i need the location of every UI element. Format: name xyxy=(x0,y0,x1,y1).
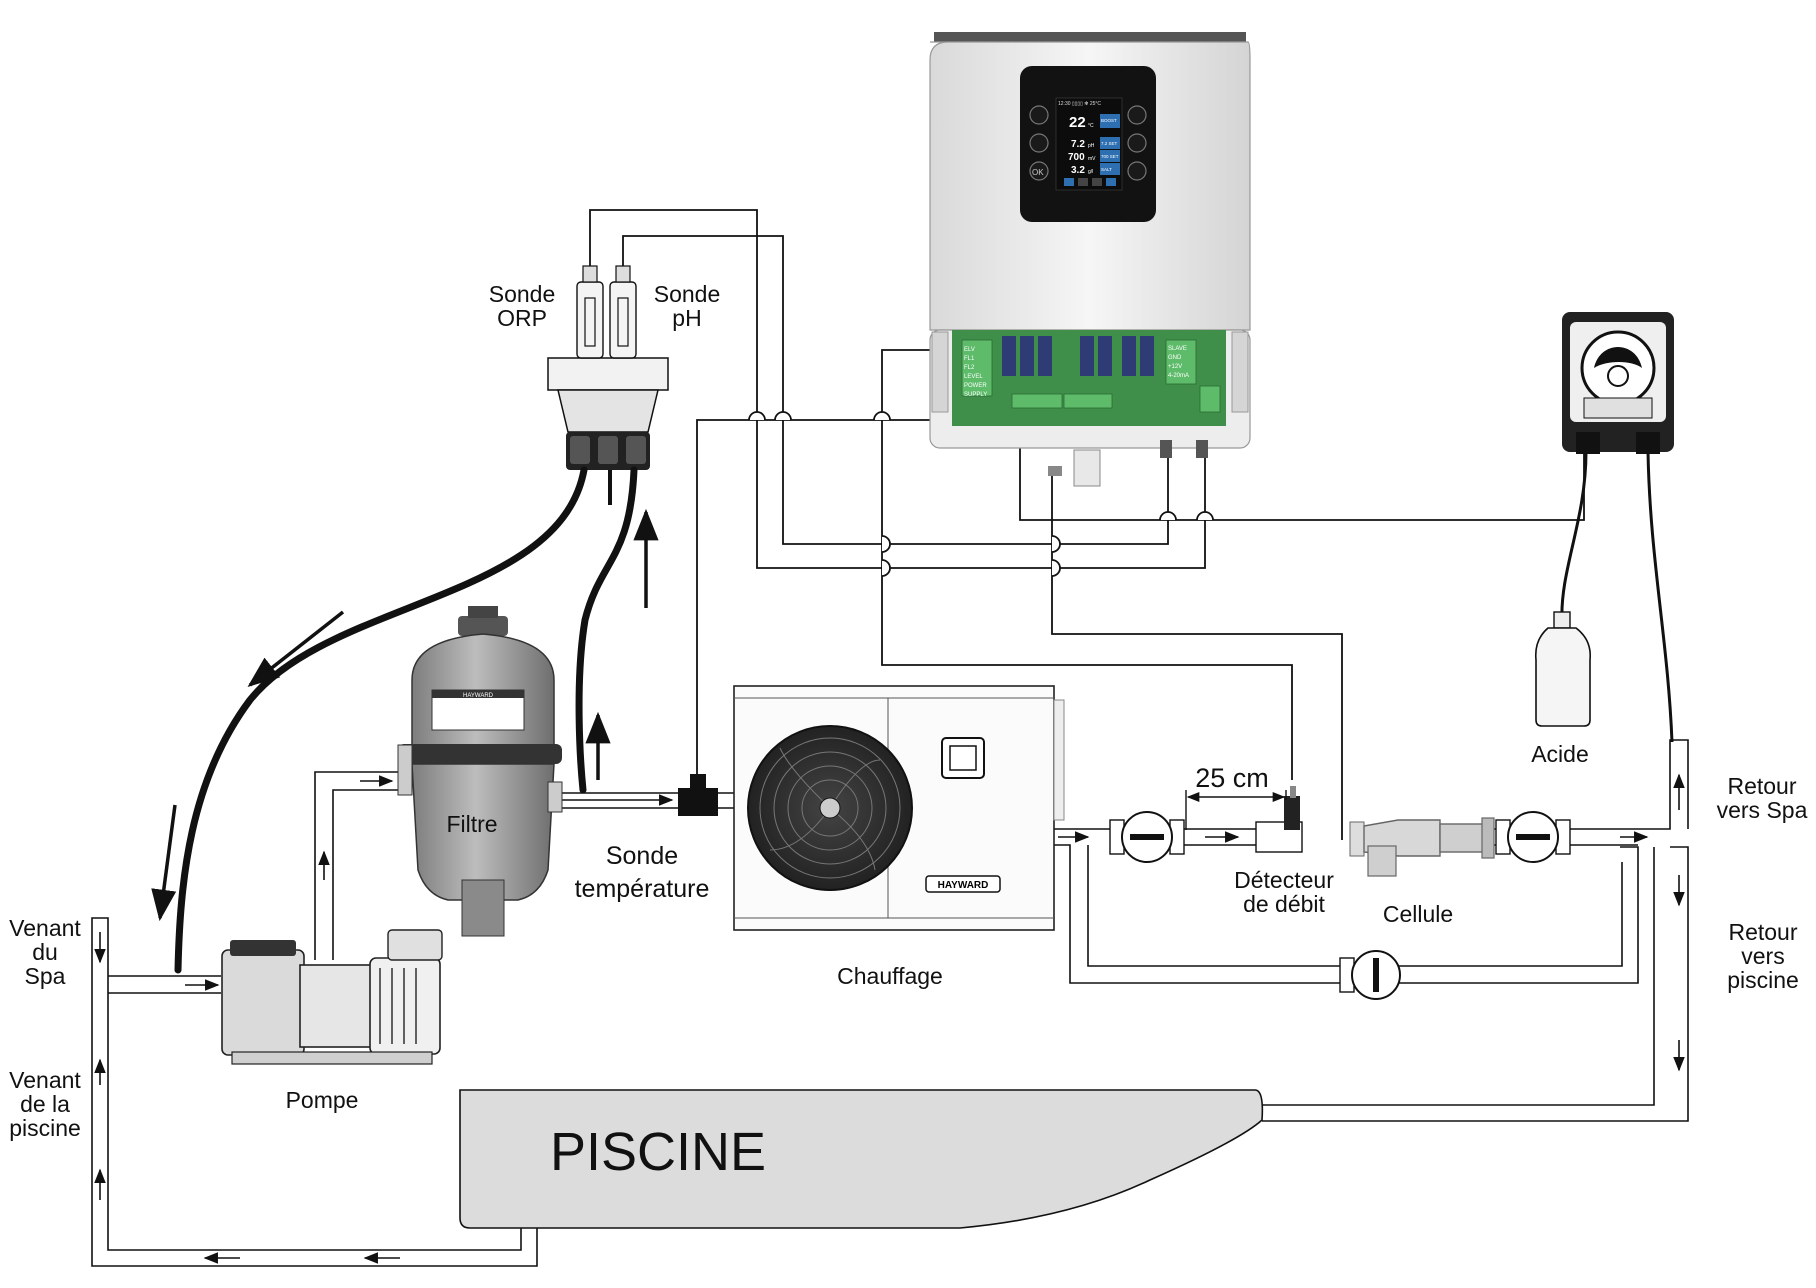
sampling-hoses xyxy=(174,466,638,974)
circulation-pump xyxy=(221,929,443,1065)
svg-text:POWER: POWER xyxy=(964,383,987,389)
pool-basin xyxy=(459,1089,1264,1229)
svg-text:FL2: FL2 xyxy=(964,365,975,371)
label-retour-spa: Retour vers Spa xyxy=(1712,774,1812,822)
label-retour-piscine: Retour vers piscine xyxy=(1718,920,1808,992)
label-cellule: Cellule xyxy=(1382,901,1454,927)
acid-dosing-pump xyxy=(1562,312,1674,454)
label-sonde-orp: Sonde ORP xyxy=(480,282,564,330)
label-venant-piscine-line3: piscine xyxy=(9,1115,81,1141)
svg-text:700 SET: 700 SET xyxy=(1101,154,1119,159)
flow-arrows xyxy=(94,773,1685,1264)
svg-text:22: 22 xyxy=(1069,114,1086,131)
distance-dimension xyxy=(1185,790,1287,830)
svg-text:3.2: 3.2 xyxy=(1071,165,1085,176)
heater-brand: HAYWARD xyxy=(938,880,989,891)
label-piscine: PISCINE xyxy=(550,1122,767,1182)
label-venant-spa-line3: Spa xyxy=(24,963,66,989)
label-sonde-ph: Sonde pH xyxy=(647,282,727,330)
label-venant-spa-line1: Venant xyxy=(9,915,81,941)
label-retour-piscine-line2: vers xyxy=(1741,943,1785,969)
svg-text:mV: mV xyxy=(1088,156,1096,162)
electrolysis-cell xyxy=(1349,817,1495,877)
svg-text:7.2: 7.2 xyxy=(1071,139,1085,150)
label-sonde-orp-line1: Sonde xyxy=(488,281,556,307)
ph-probe xyxy=(609,265,637,359)
controller-unit: ELV FL1 FL2 LEVEL POWER SUPPLY SLAVE GND… xyxy=(929,32,1251,487)
label-venant-piscine: Venant de la piscine xyxy=(2,1068,88,1140)
temperature-sensor-tee xyxy=(678,774,718,816)
label-sonde-orp-line2: ORP xyxy=(497,305,547,331)
label-retour-piscine-line3: piscine xyxy=(1727,967,1799,993)
acid-tubes xyxy=(1560,451,1674,743)
label-sonde-temperature-line1: Sonde xyxy=(605,842,679,870)
svg-text:7.2 SET: 7.2 SET xyxy=(1101,141,1118,146)
sand-filter: HAYWARD xyxy=(397,606,563,937)
label-sonde-temperature: Sonde température xyxy=(560,840,724,906)
board-terminal-labels: ELV FL1 FL2 LEVEL POWER SUPPLY SLAVE GND… xyxy=(964,346,1189,398)
svg-text:GND: GND xyxy=(1168,355,1182,361)
heavy-flow-arrows xyxy=(151,508,659,922)
label-retour-spa-line1: Retour xyxy=(1727,773,1797,799)
svg-text:4-20mA: 4-20mA xyxy=(1168,373,1189,379)
label-venant-spa: Venant du Spa xyxy=(2,916,88,988)
valve-2[interactable] xyxy=(1495,811,1571,863)
screen-status-line: 12:30 ▯▯▯▯ ✻ 25°C xyxy=(1058,101,1101,107)
label-detecteur-debit: Détecteur de débit xyxy=(1226,868,1342,916)
label-sonde-ph-line2: pH xyxy=(672,305,702,331)
svg-text:ELV: ELV xyxy=(964,347,975,353)
svg-text:LEVEL: LEVEL xyxy=(964,374,983,380)
label-distance: 25 cm xyxy=(1195,763,1269,793)
valve-1[interactable] xyxy=(1109,811,1185,863)
svg-text:°C: °C xyxy=(1088,123,1094,129)
probe-holder xyxy=(547,357,669,470)
label-venant-spa-line2: du xyxy=(32,939,58,965)
svg-text:FL1: FL1 xyxy=(964,356,975,362)
label-retour-piscine-line1: Retour xyxy=(1728,919,1798,945)
label-chauffage: Chauffage xyxy=(837,963,943,989)
svg-text:700: 700 xyxy=(1068,152,1085,163)
heat-pump: HAYWARD xyxy=(733,685,1065,931)
svg-text:pH: pH xyxy=(1088,143,1095,149)
ok-button-label: OK xyxy=(1032,168,1044,177)
svg-text:SLAVE: SLAVE xyxy=(1168,346,1187,352)
controller-buttons[interactable] xyxy=(1029,105,1147,181)
label-venant-piscine-line1: Venant xyxy=(9,1067,81,1093)
acid-container xyxy=(1534,611,1592,727)
filter-brand: HAYWARD xyxy=(463,693,494,699)
label-detecteur-debit-line2: de débit xyxy=(1243,891,1325,917)
svg-text:SUPPLY: SUPPLY xyxy=(964,392,987,398)
label-sonde-ph-line1: Sonde xyxy=(653,281,721,307)
terminal-blocks xyxy=(961,339,1221,413)
svg-text:g/l: g/l xyxy=(1088,169,1093,175)
wire-crossings xyxy=(748,411,1214,577)
label-detecteur-debit-line1: Détecteur xyxy=(1234,867,1334,893)
svg-text:SALT: SALT xyxy=(1101,167,1112,172)
label-pompe: Pompe xyxy=(285,1087,359,1113)
svg-text:BOOST: BOOST xyxy=(1101,118,1117,123)
screen-rows: 22 °C BOOST 7.2 pH 7.2 SET 700 mV 700 SE… xyxy=(1064,114,1120,186)
label-venant-piscine-line2: de la xyxy=(20,1091,70,1117)
relays xyxy=(1002,336,1154,376)
label-acide: Acide xyxy=(1531,741,1589,767)
label-retour-spa-line2: vers Spa xyxy=(1716,797,1808,823)
svg-text:+12V: +12V xyxy=(1168,364,1182,370)
water-piping xyxy=(91,739,1689,1267)
signal-wiring xyxy=(589,209,1585,840)
label-sonde-temperature-line2: température xyxy=(574,875,710,903)
flow-detector xyxy=(1255,786,1303,853)
orp-probe xyxy=(576,265,604,359)
bypass-valve[interactable] xyxy=(1339,950,1401,1000)
label-filtre: Filtre xyxy=(446,811,498,837)
